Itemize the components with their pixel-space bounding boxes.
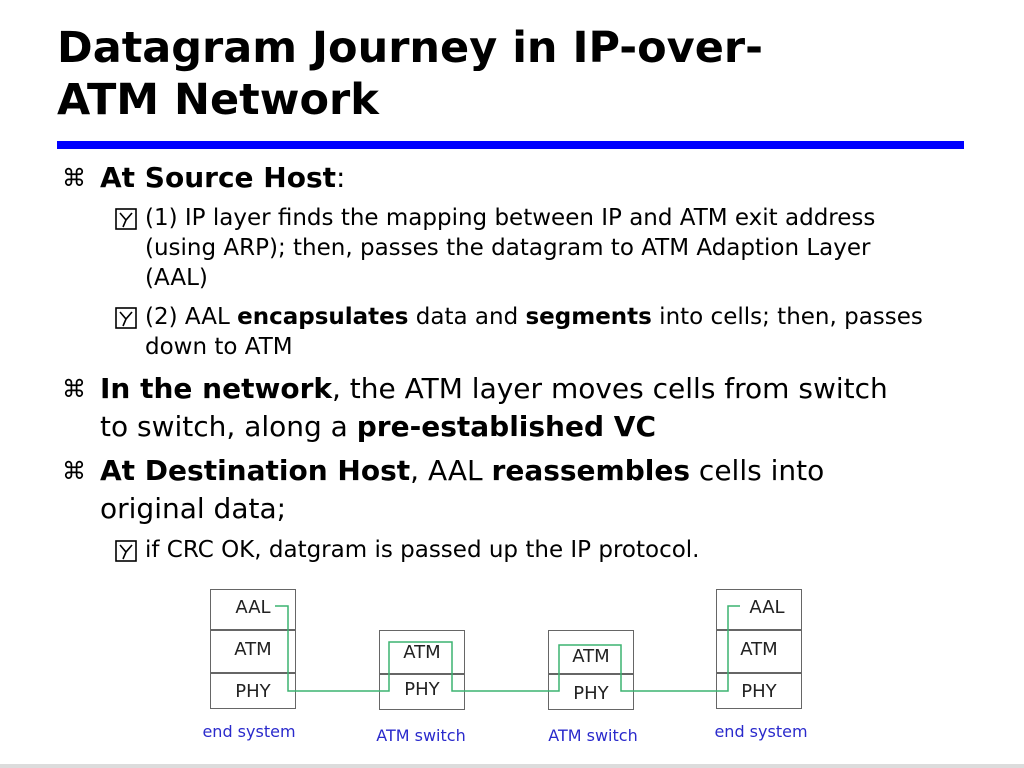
bullet-rest: : xyxy=(336,161,346,194)
text-part: , AAL xyxy=(410,454,492,487)
checkbox-y-icon xyxy=(115,540,137,562)
atm-switch-2-stack: ATM PHY xyxy=(548,630,634,710)
title-line-1: Datagram Journey in IP-over- xyxy=(57,23,763,73)
caption-end-system-left: end system xyxy=(202,722,296,741)
bullet-bold: At Source Host xyxy=(100,161,337,194)
bullet-icon: ⌘ xyxy=(62,164,86,192)
title-divider xyxy=(57,141,964,149)
layer-divider xyxy=(549,673,633,675)
layer-aal: AAL xyxy=(235,597,271,618)
atm-switch-1-stack: ATM PHY xyxy=(379,630,465,710)
layer-phy: PHY xyxy=(741,681,777,702)
layer-atm: ATM xyxy=(403,642,441,663)
layer-divider xyxy=(211,629,295,631)
text-bold: pre-established VC xyxy=(356,410,656,443)
text-part: into cells; then, passes down to ATM xyxy=(145,304,923,360)
layer-phy: PHY xyxy=(404,679,440,700)
caption-atm-switch-2: ATM switch xyxy=(548,726,638,745)
layer-atm: ATM xyxy=(572,646,610,667)
checkbox-y-icon xyxy=(115,208,137,230)
layer-divider xyxy=(211,672,295,674)
sub-bullet-text: (1) IP layer finds the mapping between I… xyxy=(145,205,876,291)
bullet-icon: ⌘ xyxy=(62,457,86,485)
sub-bullet-text: (2) AAL encapsulates data and segments i… xyxy=(145,302,925,362)
text-part: data and xyxy=(408,304,526,330)
layer-aal: AAL xyxy=(749,597,785,618)
text-bold: In the network xyxy=(100,372,332,405)
layer-atm: ATM xyxy=(740,639,778,660)
layer-divider xyxy=(380,673,464,675)
layer-divider xyxy=(717,672,801,674)
text-part: cells into original data; xyxy=(100,454,825,525)
bullet-icon: ⌘ xyxy=(62,375,86,403)
text-bold: segments xyxy=(525,304,652,330)
layer-divider xyxy=(717,629,801,631)
text-part: , the ATM layer moves cells from switch … xyxy=(100,372,888,443)
text-bold: At Destination Host xyxy=(100,454,411,487)
bullet-text: At Destination Host, AAL reassembles cel… xyxy=(100,452,920,528)
end-system-left-stack: AAL ATM PHY xyxy=(210,589,296,709)
text-part: (2) AAL xyxy=(145,304,238,330)
end-system-right-stack: AAL ATM PHY xyxy=(716,589,802,709)
text-bold: reassembles xyxy=(491,454,691,487)
footer-divider xyxy=(0,764,1024,768)
slide-title: Datagram Journey in IP-over- ATM Network xyxy=(57,22,977,126)
bullet-text: At Source Host: xyxy=(100,159,920,197)
caption-end-system-right: end system xyxy=(714,722,808,741)
layer-atm: ATM xyxy=(234,639,272,660)
layer-phy: PHY xyxy=(235,681,271,702)
bullet-text: In the network, the ATM layer moves cell… xyxy=(100,370,920,446)
caption-atm-switch-1: ATM switch xyxy=(376,726,466,745)
text-bold: encapsulates xyxy=(237,304,409,330)
layer-phy: PHY xyxy=(573,683,609,704)
sub-bullet-text: if CRC OK, datgram is passed up the IP p… xyxy=(145,537,700,563)
checkbox-y-icon xyxy=(115,307,137,329)
title-line-2: ATM Network xyxy=(57,75,379,125)
